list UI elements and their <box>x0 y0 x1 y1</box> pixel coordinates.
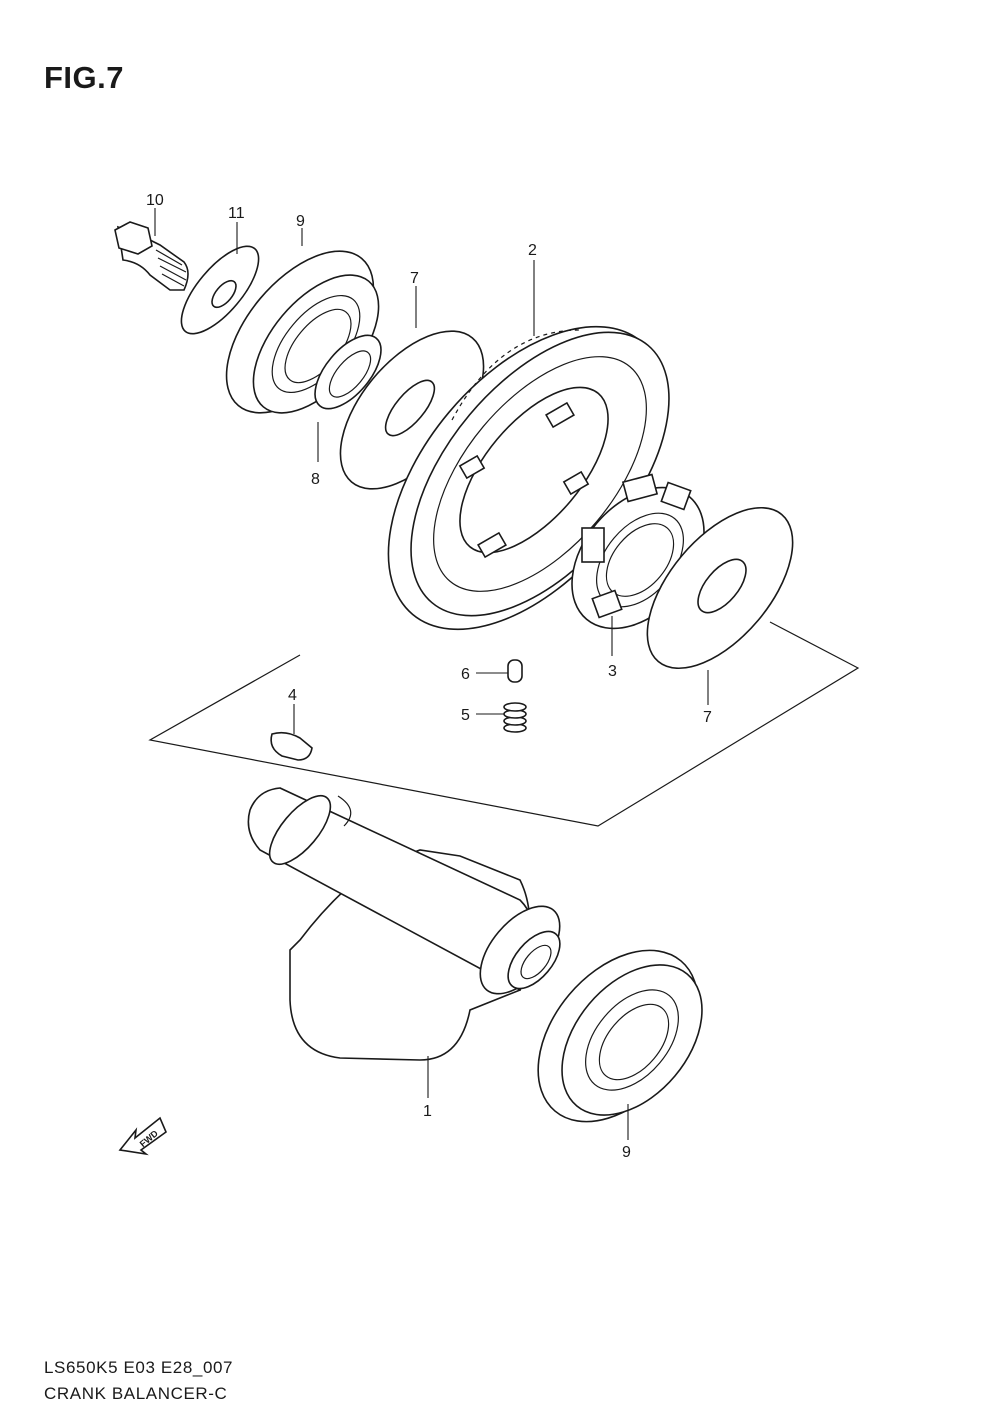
part-1-balancer-shaft <box>247 787 561 1061</box>
figure-title: FIG.7 <box>44 60 125 95</box>
alignment-outline <box>148 621 860 827</box>
callout-3: 3 <box>608 663 617 680</box>
callout-11: 11 <box>228 205 245 222</box>
callout-2: 2 <box>528 242 537 259</box>
part-11-washer <box>180 245 260 335</box>
callout-7-lower: 7 <box>703 709 712 726</box>
callout-1: 1 <box>423 1103 432 1120</box>
callout-4: 4 <box>288 687 297 704</box>
part-4-key <box>270 731 313 761</box>
part-6-damper-pin <box>507 659 523 683</box>
callout-10: 10 <box>146 192 164 209</box>
part-8-collar <box>314 334 382 410</box>
callout-8: 8 <box>311 471 320 488</box>
axis-line <box>170 605 520 790</box>
part-9-lower-bearing <box>537 949 703 1123</box>
part-10-bolt <box>114 221 189 291</box>
model-code: LS650K5 E03 E28_007 <box>44 1358 234 1377</box>
fwd-arrow-icon: FWD <box>118 1116 167 1156</box>
callout-9-upper: 9 <box>296 213 305 230</box>
callout-9-lower: 9 <box>622 1144 631 1161</box>
section-name: CRANK BALANCER-C <box>44 1384 228 1403</box>
callout-7-upper: 7 <box>410 270 419 287</box>
part-7-lower-washer <box>646 506 794 670</box>
callout-5: 5 <box>461 707 470 724</box>
callout-6: 6 <box>461 666 470 683</box>
part-9-upper-bearing <box>225 250 380 414</box>
part-5-spring <box>503 702 527 733</box>
leader-lines <box>154 208 709 1140</box>
